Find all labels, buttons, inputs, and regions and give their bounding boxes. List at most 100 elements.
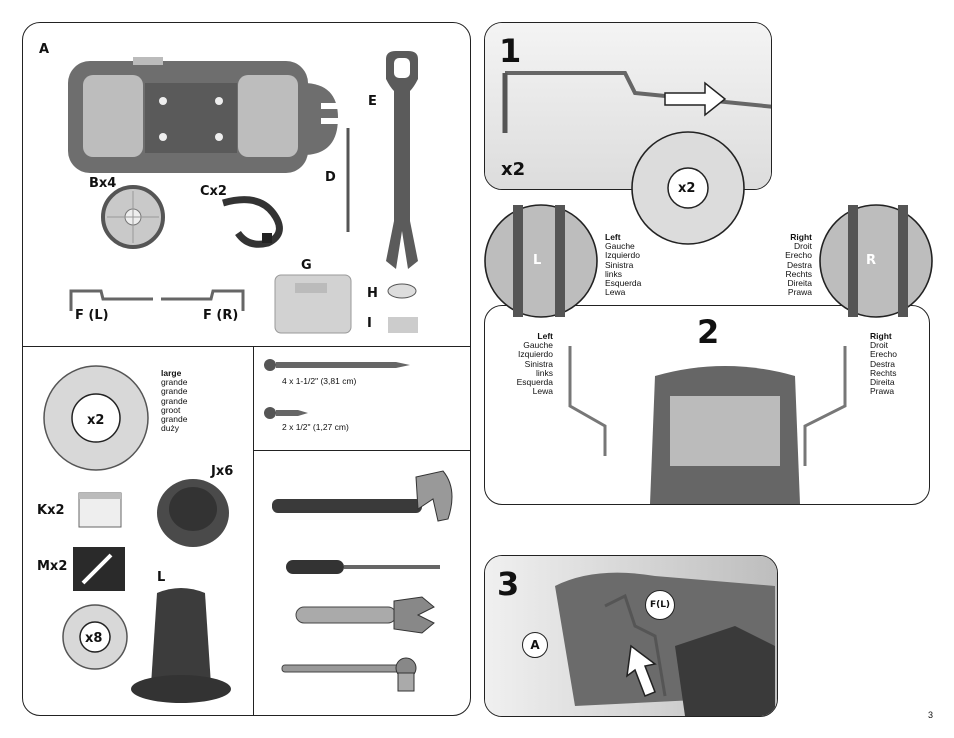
large-word-5: grande xyxy=(161,413,188,424)
box-g-image xyxy=(274,274,352,334)
large-word-1: grande xyxy=(161,377,188,388)
part-label-d: D xyxy=(325,170,336,185)
part-label-a: A xyxy=(39,42,50,57)
tools-panel xyxy=(253,450,471,716)
right-word-3: Destra xyxy=(870,358,896,369)
step2-zoom-left-letter: L xyxy=(533,253,542,268)
large-washer-qty: x2 xyxy=(87,413,105,428)
step3-panel: 3 F(L) A xyxy=(484,555,778,717)
right-word-4: Rechts xyxy=(870,367,897,378)
handle-e-image xyxy=(386,51,418,269)
wagon-body-image xyxy=(68,57,345,173)
top-right-word-0: Right xyxy=(790,232,812,242)
short-screw-label: 2 x 1/2" (1,27 cm) xyxy=(282,422,349,432)
large-word-3: grande xyxy=(161,395,188,406)
top-left-word-2: Izquierdo xyxy=(605,250,640,261)
step1-qty: x2 xyxy=(501,159,526,180)
screws-panel: 4 x 1-1/2" (3,81 cm) 2 x 1/2" (1,27 cm) xyxy=(253,346,471,452)
step2-left-words: Left Gauche Izquierdo Sinistra links Esq… xyxy=(503,331,553,397)
step2-wagon-image xyxy=(650,366,800,504)
parts-panel: A D E Bx4 Cx2 F (L) F (R) xyxy=(22,22,471,348)
step1-panel: 1 1 x2 xyxy=(484,22,772,190)
top-right-word-4: Rechts xyxy=(785,268,812,279)
top-right-word-2: Erecho xyxy=(785,250,812,261)
step2-zoom-right-letter: R xyxy=(866,253,877,268)
part-label-j: Jx6 xyxy=(211,464,234,479)
top-left-word-0: Left xyxy=(605,232,621,242)
top-right-word-5: Direita xyxy=(787,277,812,288)
long-screw-label: 4 x 1-1/2" (3,81 cm) xyxy=(282,376,357,386)
right-word-1: Droit xyxy=(870,340,888,351)
hardware-panel: x2 large grande grande grande groot gran… xyxy=(22,346,255,716)
step2-right-axle xyxy=(803,346,847,466)
axle-right-image xyxy=(161,289,245,311)
part-label-g: G xyxy=(301,258,312,273)
top-left-word-5: Esquerda xyxy=(605,277,642,288)
step2-zoom-right xyxy=(819,204,933,318)
right-word-5: Direita xyxy=(870,376,895,387)
left-word-6: Lewa xyxy=(532,386,553,397)
top-left-word-4: links xyxy=(605,268,623,279)
top-right-word-1: Droit xyxy=(794,241,812,252)
part-label-f-right: F (R) xyxy=(203,308,239,323)
left-word-3: Sinistra xyxy=(524,358,553,369)
top-left-word-3: Sinistra xyxy=(605,259,634,270)
large-word-2: grande xyxy=(161,386,188,397)
left-word-5: Esquerda xyxy=(516,376,553,387)
part-label-b: Bx4 xyxy=(89,176,117,191)
large-word-6: duży xyxy=(161,423,179,434)
label-m-image xyxy=(73,547,125,591)
large-word-0: large xyxy=(161,368,182,378)
large-words: large grande grande grande groot grande … xyxy=(161,368,188,434)
part-label-k: Kx2 xyxy=(37,503,65,518)
part-label-i: I xyxy=(367,316,372,331)
axle-left-image xyxy=(69,289,153,311)
label-k-image xyxy=(78,492,122,528)
left-word-0: Left xyxy=(537,331,553,341)
step1-washer-zoom xyxy=(631,131,745,245)
part-label-l: L xyxy=(157,570,166,585)
left-word-4: links xyxy=(535,367,553,378)
cap-j-image xyxy=(157,479,229,547)
rod-d-image xyxy=(346,128,350,232)
right-word-2: Erecho xyxy=(870,349,897,360)
step1-number-fg: 1 xyxy=(499,32,522,70)
hammer-icon xyxy=(272,470,453,522)
step2-right-words: Right Droit Erecho Destra Rechts Direita… xyxy=(870,331,897,397)
long-screw-image xyxy=(264,359,410,371)
step2-panel: 2 Left Gauche Izquierdo Sinistra links E… xyxy=(484,305,930,505)
right-word-0: Right xyxy=(870,331,892,341)
large-washer-image xyxy=(43,365,149,471)
part-label-h: H xyxy=(367,286,378,301)
part-label-c: Cx2 xyxy=(200,184,227,199)
left-word-1: Gauche xyxy=(523,340,553,351)
left-word-2: Izquierdo xyxy=(518,349,553,360)
step3-arrow xyxy=(626,644,657,697)
part-h-image xyxy=(387,283,417,299)
strap-image xyxy=(222,196,283,248)
short-screw-image xyxy=(264,407,308,419)
spacer-l-image xyxy=(131,588,231,703)
adjustable-wrench-icon xyxy=(295,596,435,634)
step2-top-right-words: Right Droit Erecho Destra Rechts Direita… xyxy=(760,232,812,298)
part-label-m: Mx2 xyxy=(37,559,68,574)
step2-left-axle xyxy=(568,346,607,456)
step1-washer-qty: x2 xyxy=(678,181,696,196)
top-right-word-6: Prawa xyxy=(787,287,812,298)
right-word-6: Prawa xyxy=(870,386,895,397)
top-left-word-6: Lewa xyxy=(605,287,626,298)
large-word-4: groot xyxy=(161,404,181,415)
step1-axle-image xyxy=(502,71,771,133)
step3-callout-f: F(L) xyxy=(645,590,675,620)
wheel-image xyxy=(101,185,165,249)
step2-top-left-words: Left Gauche Izquierdo Sinistra links Esq… xyxy=(605,232,642,298)
step3-wagon-image xyxy=(555,572,775,716)
top-right-word-3: Destra xyxy=(786,259,812,270)
small-washer-qty: x8 xyxy=(85,631,103,646)
part-label-f-left: F (L) xyxy=(75,308,109,323)
screwdriver-icon xyxy=(286,560,440,574)
small-washer-image xyxy=(62,604,128,670)
step3-callout-a: A xyxy=(522,632,548,658)
ratchet-icon xyxy=(281,657,417,692)
step2-zoom-left xyxy=(484,204,598,318)
